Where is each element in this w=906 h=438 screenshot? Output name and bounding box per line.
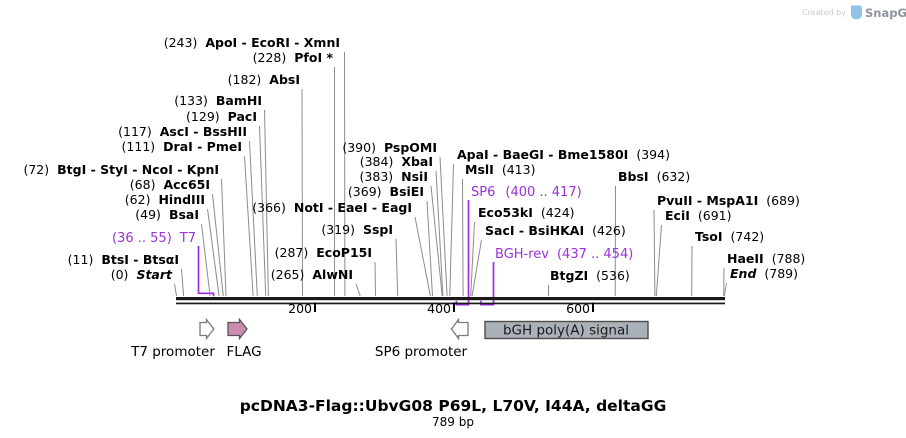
site-connector-line	[301, 88, 303, 297]
site-connectors	[174, 51, 727, 297]
site-connector-line	[471, 239, 482, 297]
plasmid-title: pcDNA3-Flag::UbvG08 P69L, L70V, I44A, de…	[240, 397, 667, 415]
site-label-absi[interactable]: (182)AbsI	[228, 72, 300, 87]
primer-label-bgh-rev[interactable]: BGH-rev(437 .. 454)	[495, 247, 633, 262]
ruler-tick-label-400: 400	[427, 301, 451, 316]
site-connector-line	[439, 156, 448, 297]
site-label-pspomi[interactable]: (390)PspOMI	[342, 140, 437, 155]
bgh-polya-feature-label[interactable]: bGH poly(A) signal	[503, 323, 629, 339]
site-label-hindiii[interactable]: (62)HindIII	[125, 192, 205, 207]
site-connector-line	[355, 283, 361, 297]
site-label-msli[interactable]: MslI(413)	[465, 162, 535, 177]
watermark-created-by: Created by	[802, 8, 846, 17]
site-label-bsai[interactable]: (49)BsaI	[135, 207, 199, 222]
site-connector-line	[414, 216, 431, 297]
sequence-line-top	[176, 297, 725, 301]
site-connector-line	[653, 209, 656, 297]
site-connector-line	[259, 125, 267, 297]
site-label-haeii[interactable]: HaeII(788)	[727, 251, 805, 266]
site-label-apai-baegi-bme1580i[interactable]: ApaI - BaeGI - Bme1580I(394)	[457, 147, 670, 162]
primer-label-sp6[interactable]: SP6(400 .. 417)	[471, 185, 582, 200]
site-connector-line	[201, 223, 211, 297]
site-label-pfoi[interactable]: (228)PfoI *	[253, 50, 334, 65]
site-connector-line	[462, 178, 464, 297]
site-label-tsoi[interactable]: TsoI(742)	[695, 229, 764, 244]
site-connector-line	[207, 208, 220, 297]
site-label-btgzi[interactable]: BtgZI(536)	[550, 268, 630, 283]
site-connector-line	[374, 261, 376, 297]
flag-feature-arrow[interactable]	[227, 317, 248, 341]
site-label-drai-pmei[interactable]: (111)DraI - PmeI	[122, 139, 242, 154]
site-connector-line	[181, 268, 185, 297]
site-label-end[interactable]: End(789)	[730, 266, 798, 281]
t7-promoter-label: T7 promoter	[130, 344, 215, 360]
t7-promoter-arrow[interactable]	[199, 317, 215, 341]
site-label-pvuii-mspa1i[interactable]: PvuII - MspA1I(689)	[657, 193, 800, 208]
site-connector-line	[470, 221, 475, 297]
site-label-eco53ki[interactable]: Eco53kI(424)	[478, 205, 575, 220]
watermark-brand: SnapGene	[865, 6, 906, 20]
site-connector-line	[264, 109, 269, 297]
site-label-paci[interactable]: (129)PacI	[186, 109, 257, 124]
site-connector-line	[430, 185, 443, 297]
site-label-acc65i[interactable]: (68)Acc65I	[130, 177, 210, 192]
site-label-bsiei[interactable]: (369)BsiEI	[348, 184, 424, 199]
site-connector-line	[655, 224, 662, 297]
sp6-promoter-label: SP6 promoter	[375, 344, 468, 360]
site-label-ecop15i[interactable]: (287)EcoP15I	[275, 245, 372, 260]
flag-label: FLAG	[226, 344, 261, 360]
site-connector-line	[723, 282, 727, 297]
site-connector-line	[249, 140, 258, 297]
site-label-asci-bsshii[interactable]: (117)AscI - BssHII	[118, 124, 247, 139]
primer-label-t7[interactable]: (36 .. 55)T7	[112, 231, 196, 246]
site-label-ecii[interactable]: EciI(691)	[665, 208, 732, 223]
ruler-tick-label-200: 200	[288, 301, 312, 316]
site-connector-line	[426, 200, 433, 297]
plasmid-length: 789 bp	[432, 415, 474, 429]
sequence-line-bottom	[176, 302, 725, 305]
site-label-btsi-btsai[interactable]: (11)BtsI - BtsαI	[68, 252, 179, 267]
site-connector-line	[221, 178, 227, 297]
site-label-noti-eaei-eagi[interactable]: (366)NotI - EaeI - EagI	[252, 200, 412, 215]
site-connector-line	[174, 283, 177, 297]
site-label-apoi-ecori-xmni[interactable]: (243)ApoI - EcoRI - XmnI	[164, 35, 340, 50]
ruler-tick-label-600: 600	[566, 301, 590, 316]
site-label-nsii[interactable]: (383)NsiI	[360, 169, 428, 184]
site-connector-line	[435, 170, 444, 297]
site-label-bamhi[interactable]: (133)BamHI	[174, 93, 262, 108]
site-label-alwni[interactable]: (265)AlwNI	[271, 267, 353, 282]
site-connector-line	[212, 193, 224, 297]
site-label-start[interactable]: (0)Start	[111, 267, 173, 282]
site-label-btgi-styi-ncoi-kpni[interactable]: (72)BtgI - StyI - NcoI - KpnI	[23, 162, 219, 177]
bgh-polya-feature-box[interactable]	[484, 320, 649, 340]
site-label-saci-bsihkai[interactable]: SacI - BsiHKAI(426)	[485, 223, 626, 238]
site-label-bbsi[interactable]: BbsI(632)	[618, 169, 690, 184]
primer-bracket-t7[interactable]	[197, 246, 215, 297]
sp6-promoter-arrow[interactable]	[450, 317, 469, 341]
site-connector-line	[449, 163, 454, 297]
site-label-sspi[interactable]: (319)SspI	[321, 222, 393, 237]
site-label-xbai[interactable]: (384)XbaI	[360, 154, 433, 169]
site-connector-line	[395, 238, 399, 297]
site-connector-line	[244, 155, 254, 297]
snapgene-logo-icon	[851, 5, 862, 20]
